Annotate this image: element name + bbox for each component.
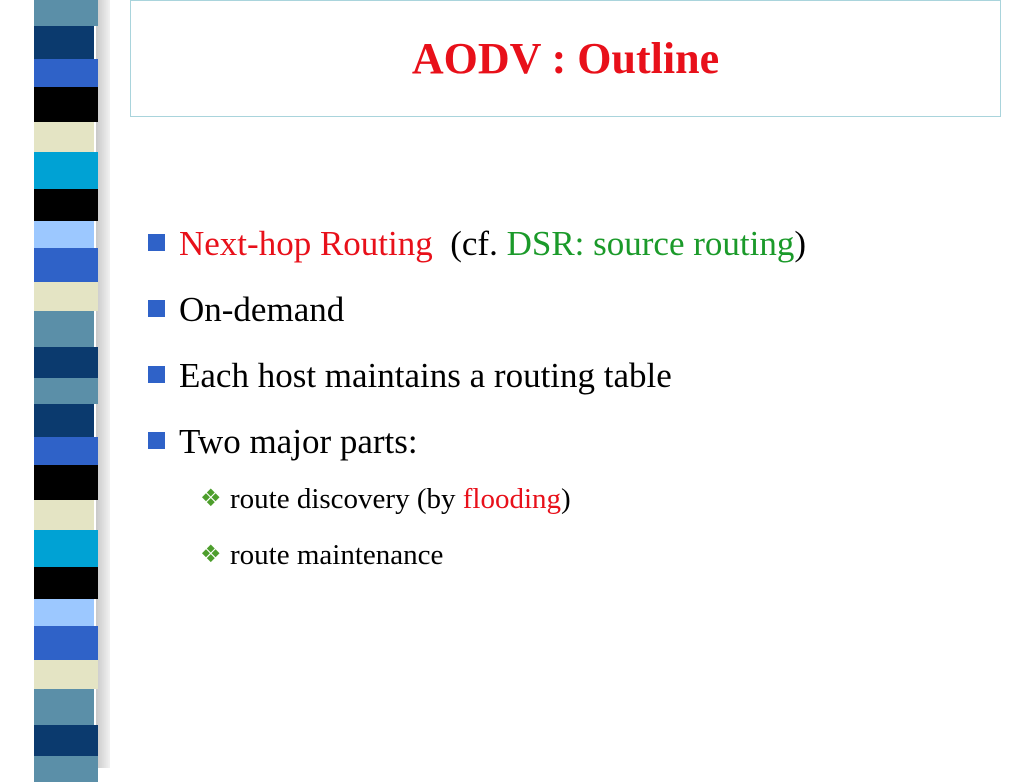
stripe-band bbox=[34, 437, 98, 465]
slide-title: AODV : Outline bbox=[411, 34, 720, 83]
flooding-text: flooding bbox=[462, 483, 562, 515]
stripe-band bbox=[34, 626, 98, 660]
stripe-band bbox=[34, 378, 98, 404]
stripe-band bbox=[34, 465, 98, 500]
stripe-band bbox=[34, 311, 94, 347]
stripe-band bbox=[34, 189, 98, 221]
stripe-band bbox=[34, 122, 94, 152]
sub-bullet-route-maintenance: ❖ route maintenance bbox=[200, 541, 443, 570]
cf-text: (cf. bbox=[450, 224, 498, 263]
bullet-text: On-demand bbox=[179, 290, 345, 329]
stripe-band bbox=[34, 152, 98, 189]
bullet-text: Each host maintains a routing table bbox=[179, 356, 672, 395]
stripe-band bbox=[34, 26, 94, 59]
title-box: AODV : Outline bbox=[130, 0, 1001, 117]
square-bullet-icon bbox=[148, 234, 165, 251]
decorative-stripe-shadow bbox=[96, 0, 110, 768]
four-diamond-bullet-icon: ❖ bbox=[200, 484, 222, 512]
stripe-band bbox=[34, 599, 94, 626]
square-bullet-icon bbox=[148, 300, 165, 317]
stripe-band bbox=[34, 660, 98, 689]
closing-paren: ) bbox=[561, 483, 571, 515]
route-discovery-text: route discovery (by bbox=[230, 483, 456, 515]
bullet-next-hop-routing: Next-hop Routing (cf. DSR: source routin… bbox=[148, 226, 806, 261]
square-bullet-icon bbox=[148, 432, 165, 449]
stripe-band bbox=[34, 404, 94, 437]
dsr-source-routing-text: DSR: source routing bbox=[506, 224, 795, 263]
bullet-on-demand: On-demand bbox=[148, 292, 344, 327]
stripe-band bbox=[34, 530, 98, 567]
stripe-band bbox=[34, 689, 94, 725]
closing-paren: ) bbox=[794, 224, 807, 263]
decorative-stripe-bar bbox=[34, 0, 98, 782]
route-maintenance-text: route maintenance bbox=[230, 539, 444, 571]
square-bullet-icon bbox=[148, 366, 165, 383]
stripe-band bbox=[34, 725, 98, 756]
stripe-band bbox=[34, 282, 98, 311]
stripe-band bbox=[34, 87, 98, 122]
bullet-text: Two major parts: bbox=[179, 422, 418, 461]
stripe-band bbox=[34, 567, 98, 599]
stripe-band bbox=[34, 0, 98, 26]
stripe-band bbox=[34, 347, 98, 378]
next-hop-routing-text: Next-hop Routing bbox=[179, 224, 433, 263]
bullet-two-major-parts: Two major parts: bbox=[148, 424, 418, 459]
sub-bullet-route-discovery: ❖ route discovery (by flooding) bbox=[200, 485, 571, 514]
four-diamond-bullet-icon: ❖ bbox=[200, 540, 222, 568]
stripe-band bbox=[34, 221, 94, 248]
stripe-band bbox=[34, 756, 98, 782]
stripe-band bbox=[34, 59, 98, 87]
stripe-band bbox=[34, 248, 98, 282]
bullet-routing-table: Each host maintains a routing table bbox=[148, 358, 672, 393]
stripe-band bbox=[34, 500, 94, 530]
